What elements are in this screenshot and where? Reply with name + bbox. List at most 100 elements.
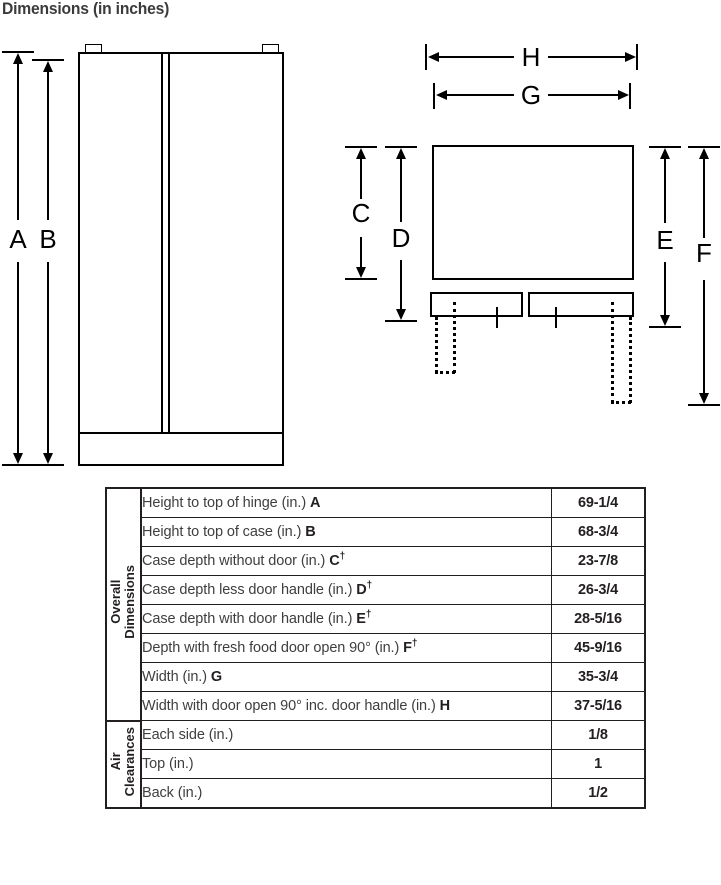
table-row: Case depth without door (in.) C†23-7/8: [106, 546, 646, 576]
footnote-marker: †: [411, 638, 418, 650]
table-cell-description: Width with door open 90° inc. door handl…: [140, 691, 552, 721]
table-cell-value: 35-3/4: [551, 662, 646, 692]
dimensions-table-body: Overall Dimensions Height to top of hinge…: [105, 487, 646, 809]
dim-g-left-witness: [433, 83, 435, 109]
dim-h-line-left: [438, 56, 514, 58]
footnote-marker: †: [365, 609, 372, 621]
dimension-letter: B: [305, 524, 316, 540]
footnote-marker: †: [366, 580, 373, 592]
table-cell-description: Width (in.) G: [140, 662, 552, 692]
dim-c-arrowhead-top: [356, 148, 366, 159]
table-cell-description: Height to top of case (in.) B: [140, 517, 552, 547]
table-cell-value: 1/8: [551, 720, 646, 750]
dimension-letter: H: [439, 698, 450, 714]
dim-label-e: E: [656, 225, 674, 255]
dim-h-left-witness: [425, 44, 427, 70]
top-view-right-door: [528, 292, 634, 317]
footnote-marker: †: [339, 551, 346, 563]
dimensions-table: Overall Dimensions Height to top of hinge…: [105, 487, 646, 809]
dimension-letter: C†: [329, 551, 346, 569]
table-cell-description: Case depth less door handle (in.) D†: [140, 575, 552, 605]
right-door-open-end-dotted: [611, 401, 631, 404]
dim-label-d: D: [391, 223, 411, 253]
front-view-cabinet-outline: [78, 52, 284, 466]
table-cell-description: Top (in.): [140, 749, 552, 779]
dim-label-c: C: [351, 198, 371, 228]
dim-d-top-witness: [385, 146, 417, 148]
dim-f-line-lower: [703, 280, 705, 394]
dim-a-arrowhead-top: [13, 53, 23, 64]
dim-a-line-upper: [17, 62, 19, 220]
dim-b-bottom-witness: [32, 464, 64, 466]
dim-label-b: B: [39, 224, 57, 254]
table-row: Depth with fresh food door open 90° (in.…: [106, 633, 646, 663]
table-row: Overall Dimensions Height to top of hinge…: [105, 487, 646, 722]
front-view-right-hinge-tab: [262, 44, 279, 53]
table-cell-value: 23-7/8: [551, 546, 646, 576]
table-group-label: Air Clearances: [108, 727, 138, 797]
dim-f-bottom-witness: [688, 404, 720, 406]
table-cell-value: 28-5/16: [551, 604, 646, 634]
table-cell-value: 1/2: [551, 778, 646, 809]
table-cell-description: Height to top of hinge (in.) A: [140, 487, 552, 518]
dim-d-bottom-witness: [385, 320, 417, 322]
table-cell-description: Back (in.): [140, 778, 552, 809]
dim-f-arrowhead-top: [699, 148, 709, 159]
dim-d-arrowhead-bottom: [396, 309, 406, 320]
dim-g-arrowhead-left: [436, 90, 447, 100]
dim-c-line-upper: [360, 157, 362, 199]
dim-a-top-witness: [2, 51, 34, 53]
table-cell-description: Depth with fresh food door open 90° (in.…: [140, 633, 552, 663]
left-door-open-inner-dotted: [453, 302, 456, 373]
dim-d-arrowhead-top: [396, 148, 406, 159]
table-group-label-cell: Overall Dimensions: [105, 487, 142, 722]
dim-g-arrowhead-right: [618, 90, 629, 100]
top-view-left-door-handle: [496, 307, 498, 328]
dim-g-line-right: [548, 94, 618, 96]
dim-e-top-witness: [649, 146, 681, 148]
dim-b-top-witness: [32, 59, 64, 61]
dim-h-right-witness: [636, 44, 638, 70]
dim-h-line-right: [548, 56, 625, 58]
right-door-open-inner-dotted: [611, 302, 614, 403]
dim-label-f: F: [696, 238, 712, 268]
page-title: Dimensions (in inches): [2, 0, 170, 18]
table-cell-description: Case depth without door (in.) C†: [140, 546, 552, 576]
top-view-right-door-handle: [555, 307, 557, 328]
table-group-label: Overall Dimensions: [108, 564, 138, 639]
top-view-left-door: [430, 292, 523, 317]
dim-label-a: A: [9, 224, 27, 254]
front-view-left-hinge-tab: [85, 44, 102, 53]
table-cell-value: 1: [551, 749, 646, 779]
dimension-letter: F†: [403, 638, 418, 656]
dim-g-line-left: [446, 94, 514, 96]
dimension-letter: D†: [356, 580, 373, 598]
dim-h-arrowhead-right: [625, 52, 636, 62]
dim-h-arrowhead-left: [428, 52, 439, 62]
table-cell-value: 68-3/4: [551, 517, 646, 547]
left-door-open-end-dotted: [435, 371, 455, 374]
left-door-open-outer-dotted: [435, 317, 438, 373]
front-view-door-gap-left-edge: [161, 54, 163, 432]
front-view-door-gap-right-edge: [168, 54, 170, 432]
table-row: Width with door open 90° inc. door handl…: [106, 691, 646, 721]
table-cell-value: 45-9/16: [551, 633, 646, 663]
dim-a-line-lower: [17, 262, 19, 454]
table-cell-description: Case depth with door handle (in.) E†: [140, 604, 552, 634]
table-group-label-cell: Air Clearances: [105, 719, 142, 809]
dimension-letter: A: [309, 495, 321, 511]
dim-e-arrowhead-bottom: [660, 315, 670, 326]
dim-f-line-upper: [703, 157, 705, 238]
dim-b-line-upper: [47, 70, 49, 220]
dim-b-arrowhead-bottom: [43, 453, 53, 464]
table-row: Back (in.)1/2: [106, 778, 646, 809]
dim-c-bottom-witness: [345, 278, 377, 280]
table-row: Case depth less door handle (in.) D†26-3…: [106, 575, 646, 605]
dim-e-line-upper: [664, 157, 666, 223]
dim-d-line-lower: [400, 260, 402, 310]
table-cell-value: 37-5/16: [551, 691, 646, 721]
front-view-base-separator: [80, 432, 282, 434]
dim-a-arrowhead-bottom: [13, 453, 23, 464]
